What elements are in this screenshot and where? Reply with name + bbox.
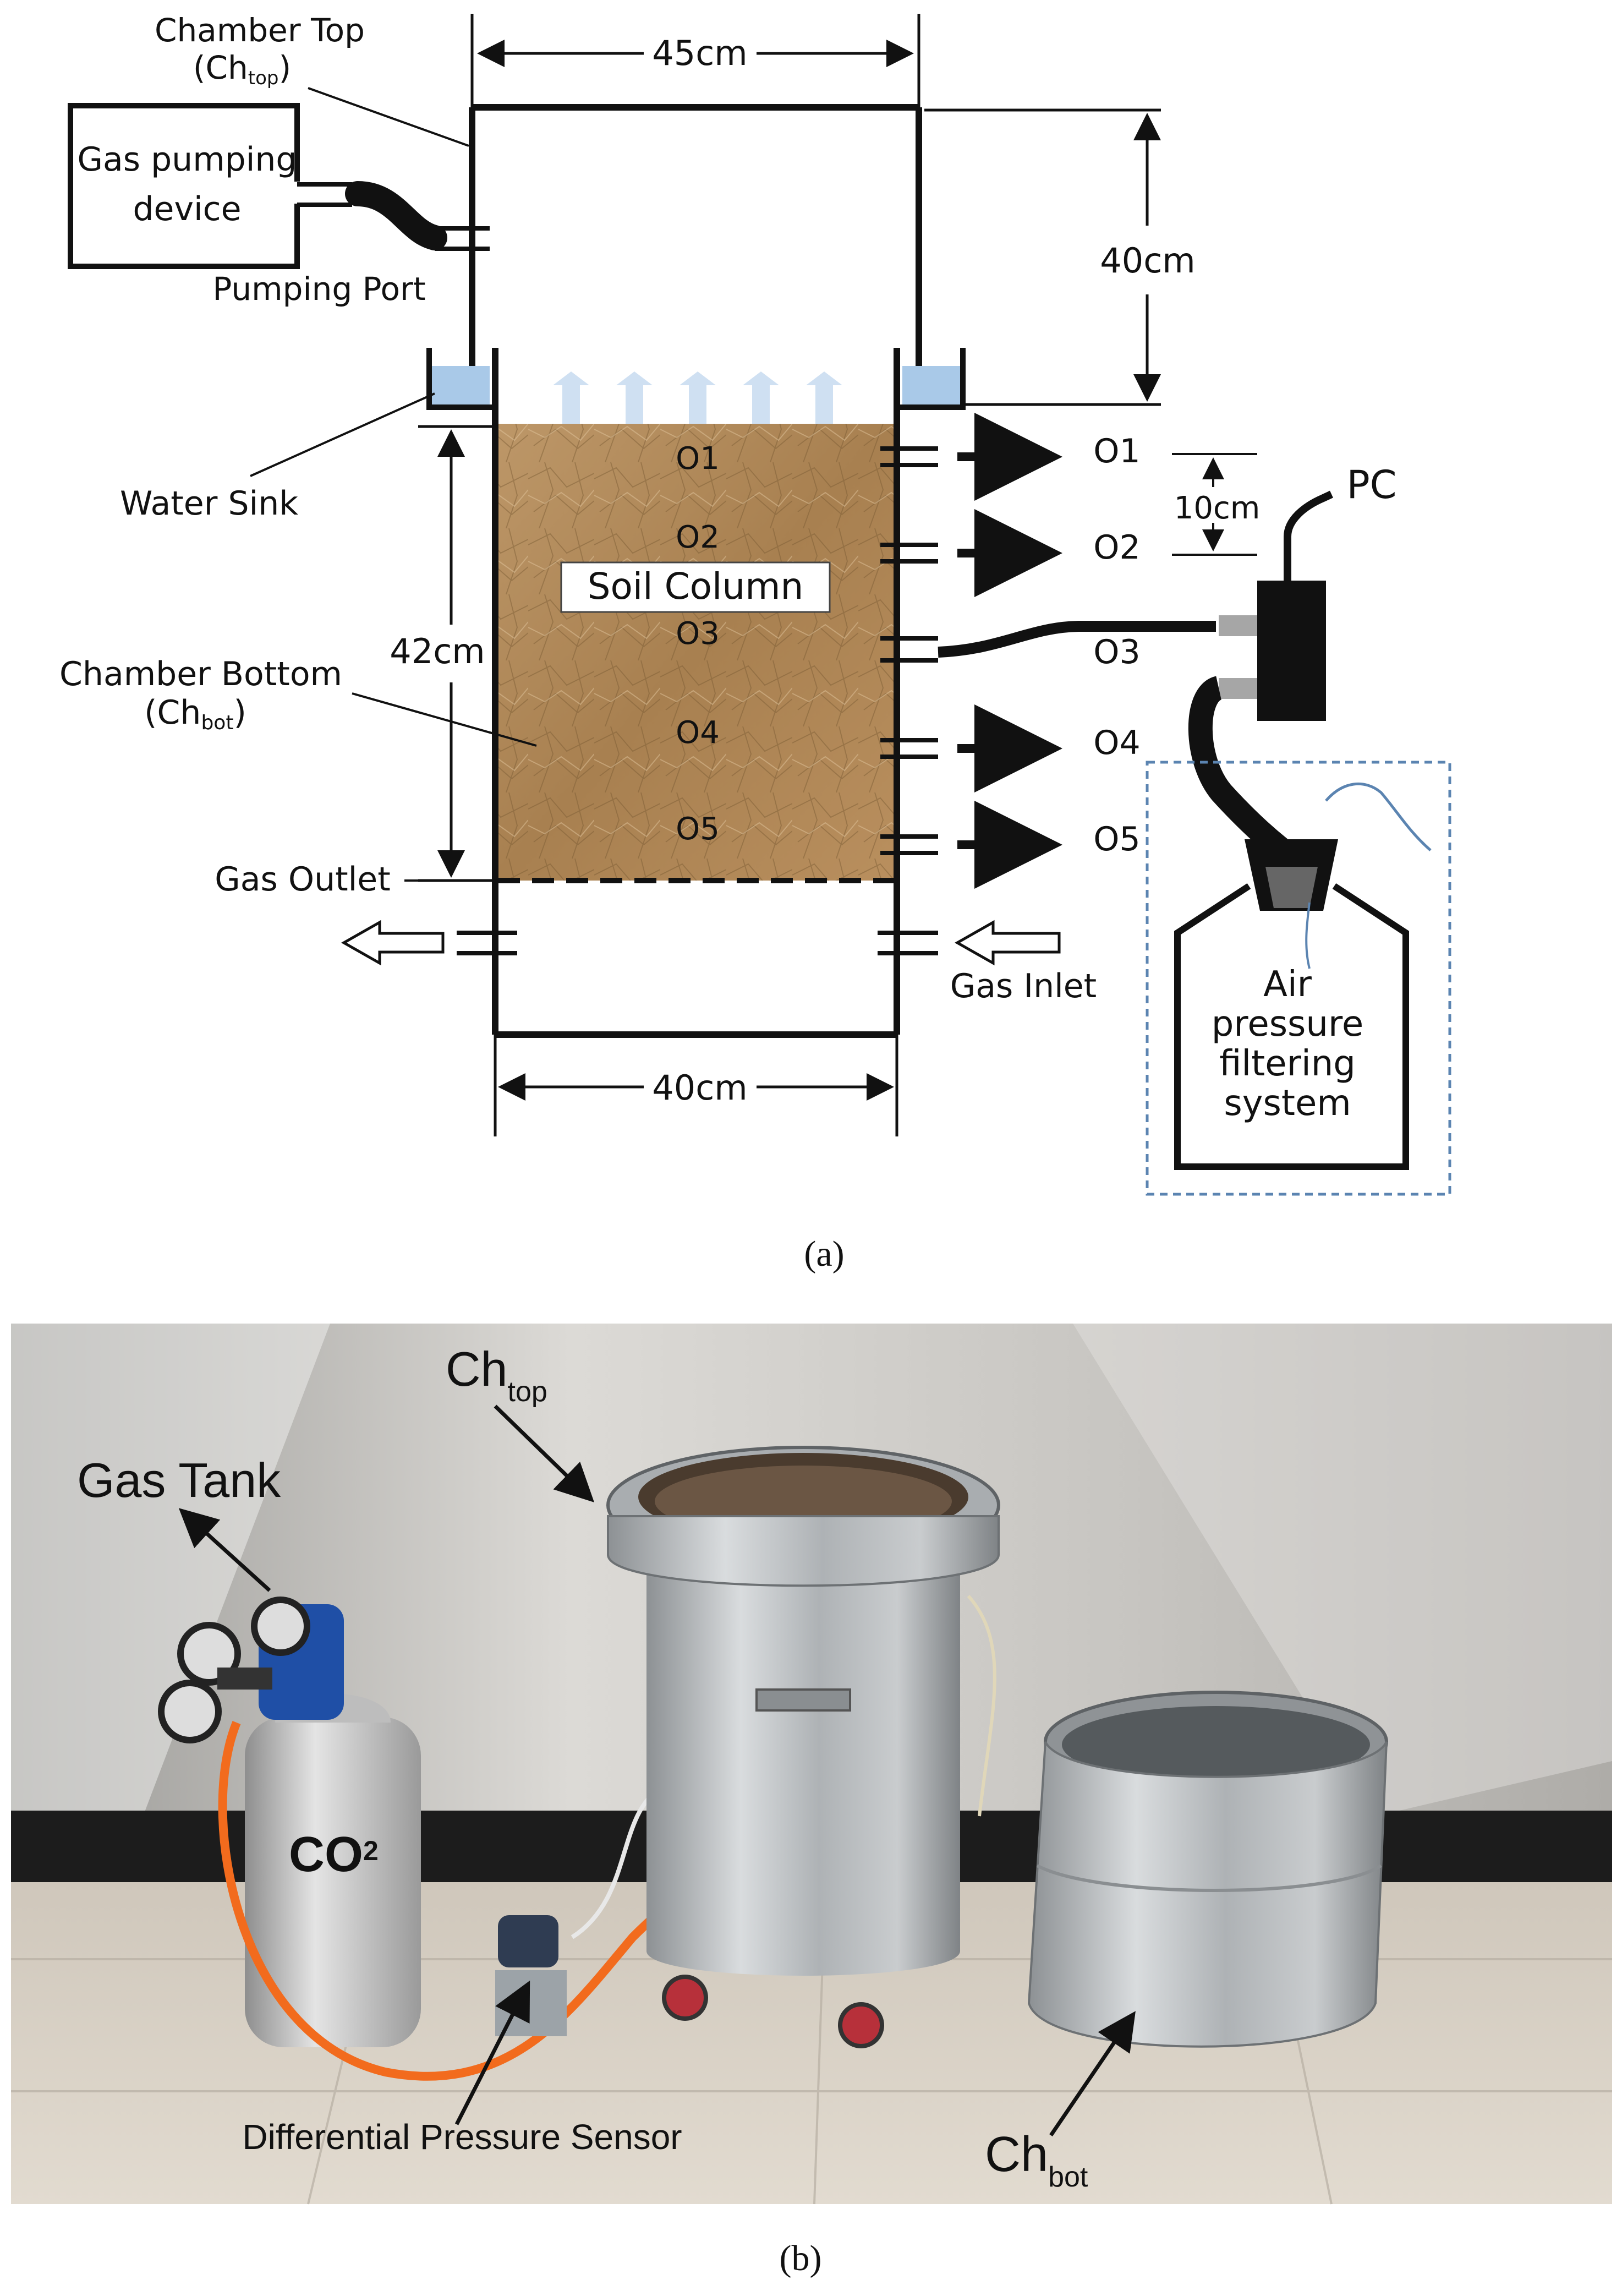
port-outside-o4: O4 — [1093, 724, 1140, 762]
water-sink-leader — [250, 392, 435, 477]
chamber-top-label: Chamber Top — [155, 12, 365, 49]
chamber-bottom-walls — [492, 348, 900, 1038]
chamber-bottom-abbr: (Chbot) — [144, 693, 246, 734]
side-ports — [880, 446, 938, 855]
gas-inlet-label: Gas Inlet — [950, 967, 1097, 1005]
chamber-top-leader — [308, 87, 469, 147]
chamber-top — [469, 104, 922, 404]
ports-inside: O1 O2 O3 O4 O5 — [676, 441, 720, 847]
sensor-label: Differential Pressure Sensor — [242, 2117, 682, 2157]
air-filter-dashed-box — [1146, 761, 1451, 1196]
port-outside-o1: O1 — [1093, 432, 1140, 471]
port-outside-o5: O5 — [1093, 820, 1140, 859]
port-inside-o1: O1 — [676, 441, 720, 477]
ch-bot-arrow — [1049, 2011, 1136, 2136]
svg-text:pressure: pressure — [1212, 1004, 1363, 1045]
dimension-spacing — [1172, 453, 1257, 556]
water-sink-right — [894, 348, 966, 410]
panel-b-photo: CO2 Chtop — [11, 1324, 1612, 2278]
filter-bottle — [1174, 883, 1409, 1170]
ch-bot-label: Chbot — [985, 2127, 1088, 2193]
caption-a: (a) — [804, 1234, 844, 1274]
soil-column-label: Soil Column — [588, 565, 804, 608]
sensor-arrow — [454, 1980, 530, 2125]
port-inside-o5: O5 — [676, 811, 720, 847]
output-arrows — [957, 413, 1062, 889]
port-inside-o2: O2 — [676, 520, 720, 555]
port-outside-o2: O2 — [1093, 528, 1140, 567]
water-sink-left — [426, 348, 498, 410]
soil-column-label-box — [560, 561, 831, 613]
hose — [218, 1720, 702, 2081]
pc-cable — [1284, 490, 1333, 581]
gas-outlet-arrow — [341, 920, 445, 966]
port-outside-o3: O3 — [1093, 633, 1140, 671]
svg-text:filtering: filtering — [1219, 1043, 1356, 1084]
panel-a-diagram: 45cm Chamber Top (Chtop) 40cm Gas pumpin… — [59, 12, 1451, 1274]
gas-inlet-port — [878, 931, 938, 955]
chamber-bottom-leader — [352, 692, 537, 747]
gas-inlet-arrow — [954, 920, 1061, 966]
width-bottom-label: 40cm — [652, 1068, 747, 1108]
spacing-label: 10cm — [1174, 490, 1261, 526]
gas-flux-arrows — [553, 371, 842, 424]
chamber-bottom-label: Chamber Bottom — [59, 655, 342, 693]
chamber-photo — [606, 1446, 1000, 2048]
co2-mark: CO2 — [289, 1827, 379, 1882]
ports-outside: O1 O2 O3 O4 O5 — [1093, 432, 1140, 859]
caption-b: (b) — [780, 2238, 822, 2278]
gas-pumping-device — [68, 103, 300, 269]
dimension-top-width — [470, 14, 920, 110]
port-inside-o4: O4 — [676, 715, 720, 751]
sensor-box — [1257, 581, 1326, 721]
o3-cable — [938, 621, 1216, 658]
svg-text:system: system — [1224, 1083, 1351, 1124]
chamber-top-abbr: (Chtop) — [193, 49, 291, 89]
pc-label: PC — [1346, 462, 1396, 507]
ch-top-label: Chtop — [446, 1342, 547, 1408]
gas-tank-label: Gas Tank — [77, 1453, 281, 1507]
gas-pumping-device-label-1: Gas pumping — [77, 140, 297, 179]
dimension-bottom-width — [494, 1035, 898, 1136]
ch-bot-photo — [1027, 1691, 1388, 2048]
air-filter-label: Air pressure filtering system — [1212, 964, 1363, 1124]
gas-outlet-port — [457, 931, 517, 955]
gas-tank-arrow — [178, 1508, 271, 1592]
gas-tank: CO2 — [158, 1597, 421, 2047]
gas-outlet-label: Gas Outlet — [215, 860, 390, 899]
pumping-port-label: Pumping Port — [212, 270, 425, 308]
soil-height-label: 42cm — [390, 631, 485, 671]
dimension-top-height — [924, 108, 1161, 406]
height-top-label: 40cm — [1100, 240, 1195, 281]
water-sink-label: Water Sink — [120, 484, 298, 523]
gas-pumping-device-label-2: device — [133, 190, 241, 228]
ch-top-arrow — [494, 1404, 595, 1502]
svg-text:Air: Air — [1263, 964, 1312, 1005]
port-inside-o3: O3 — [676, 616, 720, 652]
pump-hose — [297, 181, 490, 251]
width-top-label: 45cm — [652, 33, 747, 73]
